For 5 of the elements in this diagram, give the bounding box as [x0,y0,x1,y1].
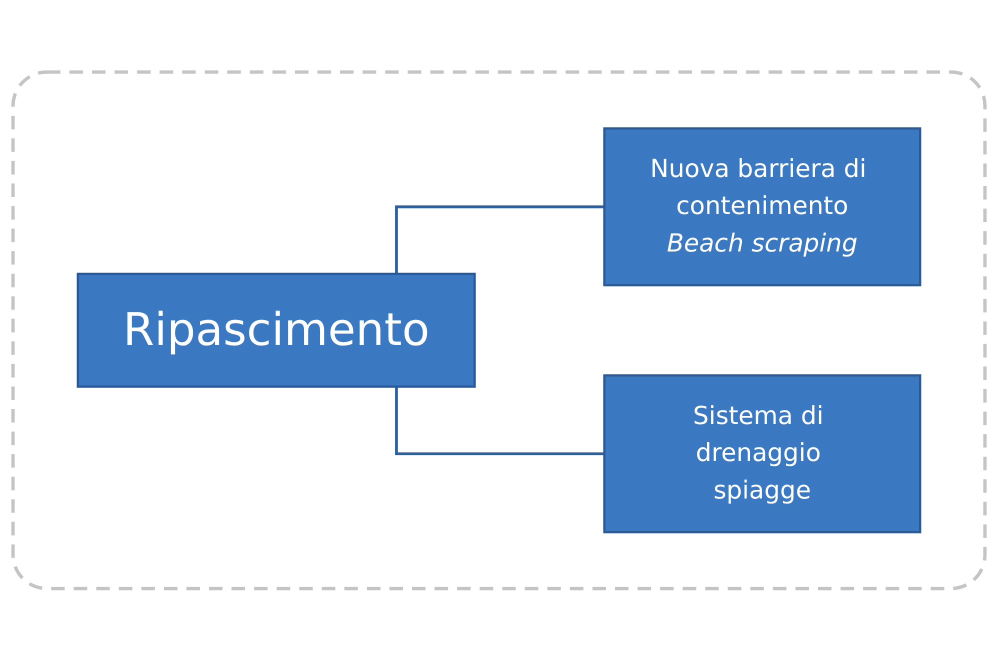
node-box [76,272,476,388]
node-box [603,127,922,286]
connector [395,205,604,274]
node-box [603,374,922,533]
connector [395,386,604,455]
